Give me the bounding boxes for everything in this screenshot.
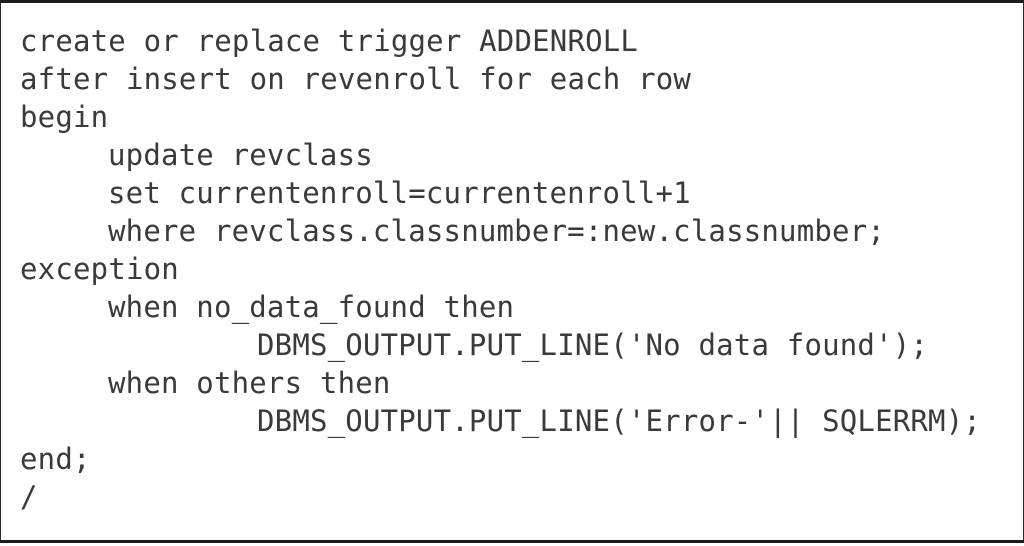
code-line-6: where revclass.classnumber=:new.classnum… [108, 214, 886, 248]
code-line-9: DBMS_OUTPUT.PUT_LINE('No data found'); [257, 328, 929, 362]
code-line-8: when no_data_found then [108, 290, 515, 324]
code-block: create or replace trigger ADDENROLL after… [20, 22, 1021, 525]
code-line-2: after insert on revenroll for each row [20, 62, 692, 96]
code-line-1: create or replace trigger ADDENROLL [20, 24, 639, 58]
code-line-5: set currentenroll=currentenroll+1 [108, 176, 691, 210]
code-line-12: end; [20, 442, 91, 476]
code-line-7: exception [20, 252, 179, 286]
code-line-10: when others then [108, 366, 391, 400]
code-line-11: DBMS_OUTPUT.PUT_LINE('Error-'|| SQLERRM)… [257, 404, 982, 438]
code-line-3: begin [20, 100, 109, 134]
code-line-13: / [20, 480, 38, 514]
code-line-4: update revclass [108, 138, 373, 172]
